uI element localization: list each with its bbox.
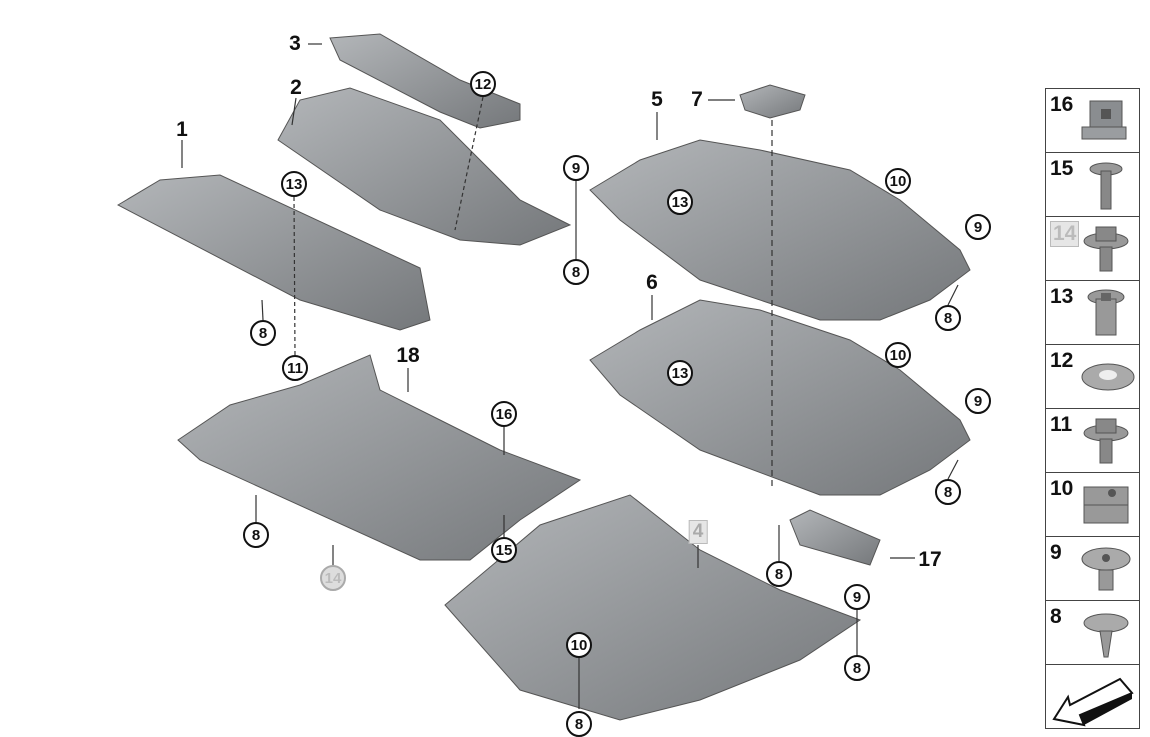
legend-item-14: 14 [1046,217,1139,281]
callout-8: 8 [243,522,269,548]
part-6-engine-shield [589,299,971,496]
legend-item-9: 9 [1046,537,1139,601]
legend-number: 15 [1050,157,1074,180]
callout-13: 13 [281,171,307,197]
direction-arrow [1046,665,1139,729]
callout-8: 8 [844,655,870,681]
callout-3: 3 [289,32,301,55]
bolt-icon [1089,162,1123,210]
hex-collar-bolt-icon [1083,418,1129,464]
callout-9: 9 [563,155,589,181]
part-7-seal [739,84,806,119]
legend-item-13: 13 [1046,281,1139,345]
part-18-rear-shield [177,354,582,561]
clip-nut-icon [1081,100,1127,140]
expanding-rivet-icon [1081,547,1131,591]
legend-item-15: 15 [1046,153,1139,217]
callout-10: 10 [885,342,911,368]
callout-10: 10 [885,168,911,194]
legend-number: 16 [1050,93,1074,116]
plastic-screw-icon [1083,613,1129,658]
legend-number: 8 [1050,605,1062,628]
callout-8: 8 [766,561,792,587]
callout-8: 8 [250,320,276,346]
part-1-underbody-panel [116,174,431,331]
legend-item-11: 11 [1046,409,1139,473]
callout-4: 4 [688,520,708,544]
part-5-engine-shield [589,139,971,321]
callout-7: 7 [691,88,703,111]
callout-1: 1 [176,118,188,141]
part-4-center-shield [444,494,862,721]
legend-number: 9 [1050,541,1062,564]
callout-10: 10 [566,632,592,658]
callout-2: 2 [290,76,302,99]
legend-number: 12 [1050,349,1074,372]
callout-13: 13 [667,189,693,215]
legend-number: 13 [1050,285,1074,308]
callout-9: 9 [965,214,991,240]
callout-11: 11 [282,355,308,381]
callout-18: 18 [396,344,420,367]
callout-8: 8 [935,305,961,331]
legend-item-10: 10 [1046,473,1139,537]
callout-17: 17 [918,548,942,571]
callout-14: 14 [320,565,346,591]
callout-15: 15 [491,537,517,563]
callout-8: 8 [566,711,592,737]
callout-5: 5 [651,88,663,111]
legend-item-8: 8 [1046,601,1139,665]
lock-washer-icon [1081,363,1135,391]
callout-8: 8 [563,259,589,285]
part-17-bracket [789,509,881,566]
legend-item-16: 16 [1046,89,1139,153]
leader-lines [181,43,959,709]
callout-6: 6 [646,271,658,294]
callout-9: 9 [844,584,870,610]
callout-13: 13 [667,360,693,386]
callout-12: 12 [470,71,496,97]
u-nut-icon [1083,486,1129,524]
callout-16: 16 [491,401,517,427]
legend-number: 14 [1050,221,1080,247]
part-2-underbody-panel [277,87,572,246]
part-3-strip [329,33,521,129]
fastener-legend: 16 15 14 13 12 11 10 9 8 [1045,88,1140,729]
rivet-nut-icon [1087,289,1125,336]
hex-collar-bolt-icon [1083,226,1129,272]
callout-8: 8 [935,479,961,505]
legend-item-12: 12 [1046,345,1139,409]
front-direction-arrow-icon [1052,677,1134,727]
legend-number: 10 [1050,477,1074,500]
legend-number: 11 [1050,413,1073,436]
callout-9: 9 [965,388,991,414]
